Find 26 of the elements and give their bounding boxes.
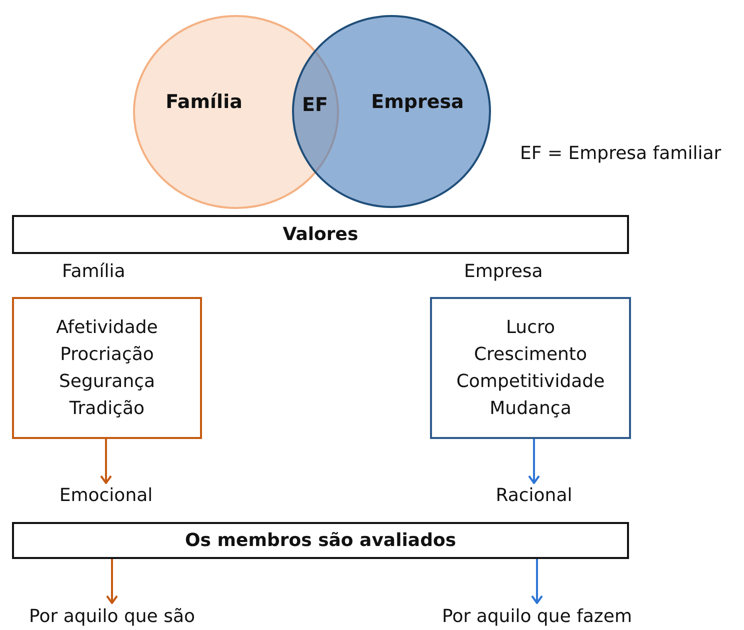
title-bar: [12, 522, 629, 559]
arrow: [531, 559, 543, 604]
box-heading: Empresa: [464, 261, 543, 282]
value-item: Tradição: [69, 397, 145, 421]
value-item: Competitividade: [456, 370, 605, 394]
note-text: EF = Empresa familiar: [520, 143, 722, 164]
value-item: Afetividade: [56, 316, 158, 340]
value-item: Crescimento: [474, 343, 587, 367]
box-heading: Família: [62, 261, 126, 282]
result-text: Por aquilo que fazem: [442, 606, 632, 626]
circle-label: Empresa: [371, 90, 464, 112]
value-item: Lucro: [506, 316, 556, 340]
bar-title: Valores: [282, 224, 358, 245]
value-item: Procriação: [60, 343, 154, 367]
arrow: [106, 559, 118, 604]
value-item: Mudança: [490, 397, 572, 421]
result-text: Por aquilo que são: [29, 606, 195, 626]
result-text: Emocional: [59, 484, 153, 506]
arrow: [528, 439, 540, 484]
bar-title: Os membros são avaliados: [184, 530, 456, 551]
title-bar: [12, 215, 629, 254]
result-text: Racional: [496, 484, 572, 506]
value-item: Segurança: [58, 370, 156, 394]
overlap-label: EF: [302, 94, 328, 116]
circle-label: Família: [166, 91, 242, 113]
arrow: [100, 439, 112, 484]
